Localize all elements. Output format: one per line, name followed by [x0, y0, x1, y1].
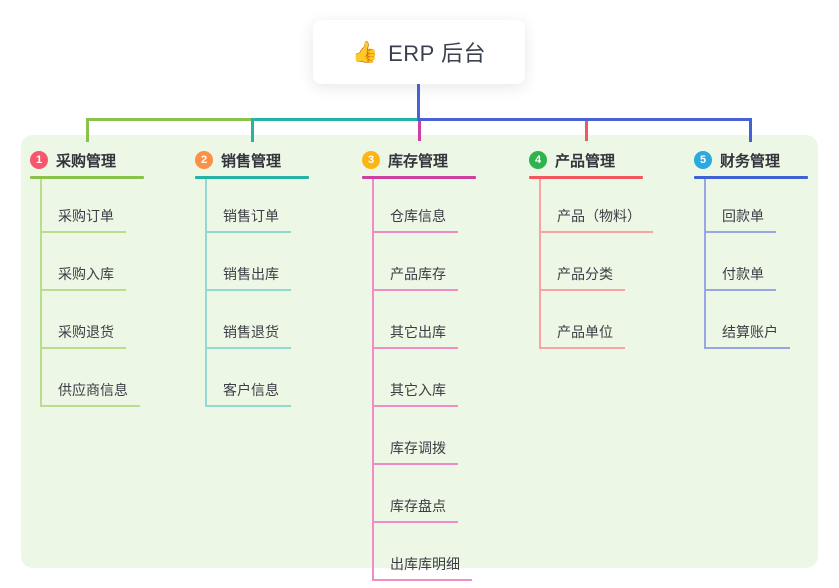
branch-3-inventory: 3 库存管理 仓库信息 产品库存 其它出库 其它入库 库存调拨 库存盘点 出库库…	[362, 149, 476, 581]
mindmap-node[interactable]: 结算账户	[706, 291, 790, 349]
connector-bus-sales	[251, 118, 420, 121]
mindmap-node[interactable]: 仓库信息	[374, 179, 458, 233]
branch-4-product: 4 产品管理 产品（物料） 产品分类 产品单位	[529, 149, 653, 349]
root-label: ERP 后台	[388, 41, 487, 66]
mindmap-node[interactable]: 库存调拨	[374, 407, 458, 465]
connector-bus-right	[417, 118, 751, 121]
mindmap-node[interactable]: 付款单	[706, 233, 776, 291]
mindmap-node[interactable]: 产品分类	[541, 233, 625, 291]
connector-drop-inventory	[418, 121, 421, 141]
branch-label: 产品管理	[555, 152, 616, 170]
mindmap-node[interactable]: 销售出库	[207, 233, 291, 291]
connector-bus-purchase	[86, 118, 254, 121]
branch-children: 产品（物料） 产品分类 产品单位	[539, 179, 653, 349]
branch-underline	[529, 176, 643, 179]
branch-number-badge: 1	[30, 151, 48, 169]
branch-number-badge: 2	[195, 151, 213, 169]
mindmap-node[interactable]: 供应商信息	[42, 349, 140, 407]
connector-drop-finance	[749, 118, 752, 142]
branch-5-finance: 5 财务管理 回款单 付款单 结算账户	[694, 149, 808, 349]
branch-children: 回款单 付款单 结算账户	[704, 179, 808, 349]
mindmap-node[interactable]: 销售退货	[207, 291, 291, 349]
connector-drop-purchase	[86, 118, 89, 142]
mindmap-node[interactable]: 客户信息	[207, 349, 291, 407]
connector-root-drop	[417, 84, 420, 121]
mindmap-node[interactable]: 其它入库	[374, 349, 458, 407]
branch-2-sales: 2 销售管理 销售订单 销售出库 销售退货 客户信息	[195, 149, 309, 407]
mindmap-node[interactable]: 销售订单	[207, 179, 291, 233]
branch-number-badge: 3	[362, 151, 380, 169]
mindmap-node[interactable]: 采购订单	[42, 179, 126, 233]
root-node[interactable]: 👍 ERP 后台	[313, 20, 525, 84]
mindmap-node[interactable]: 出库库明细	[374, 523, 472, 581]
branch-header[interactable]: 2 销售管理	[195, 149, 309, 171]
branch-underline	[362, 176, 476, 179]
mindmap-node[interactable]: 产品单位	[541, 291, 625, 349]
thumbs-up-icon: 👍	[351, 40, 379, 64]
mindmap-node[interactable]: 采购入库	[42, 233, 126, 291]
branch-underline	[195, 176, 309, 179]
branch-label: 销售管理	[221, 152, 282, 170]
branch-label: 库存管理	[388, 152, 449, 170]
branch-number-badge: 4	[529, 151, 547, 169]
mindmap-node[interactable]: 产品（物料）	[541, 179, 653, 233]
mindmap-node[interactable]: 采购退货	[42, 291, 126, 349]
branch-label: 财务管理	[720, 152, 781, 170]
branch-header[interactable]: 5 财务管理	[694, 149, 808, 171]
branch-header[interactable]: 4 产品管理	[529, 149, 643, 171]
branch-number-badge: 5	[694, 151, 712, 169]
connector-drop-sales	[251, 118, 254, 142]
branches-panel	[21, 135, 818, 568]
connector-drop-product	[585, 121, 588, 141]
branch-header[interactable]: 1 采购管理	[30, 149, 144, 171]
branch-children: 采购订单 采购入库 采购退货 供应商信息	[40, 179, 144, 407]
branch-underline	[694, 176, 808, 179]
branch-label: 采购管理	[56, 152, 117, 170]
mindmap-node[interactable]: 库存盘点	[374, 465, 458, 523]
branch-underline	[30, 176, 144, 179]
mindmap-node[interactable]: 产品库存	[374, 233, 458, 291]
branch-1-purchase: 1 采购管理 采购订单 采购入库 采购退货 供应商信息	[30, 149, 144, 407]
mindmap-node[interactable]: 回款单	[706, 179, 776, 233]
branch-children: 仓库信息 产品库存 其它出库 其它入库 库存调拨 库存盘点 出库库明细	[372, 179, 476, 581]
branch-header[interactable]: 3 库存管理	[362, 149, 476, 171]
branch-children: 销售订单 销售出库 销售退货 客户信息	[205, 179, 309, 407]
mindmap-node[interactable]: 其它出库	[374, 291, 458, 349]
